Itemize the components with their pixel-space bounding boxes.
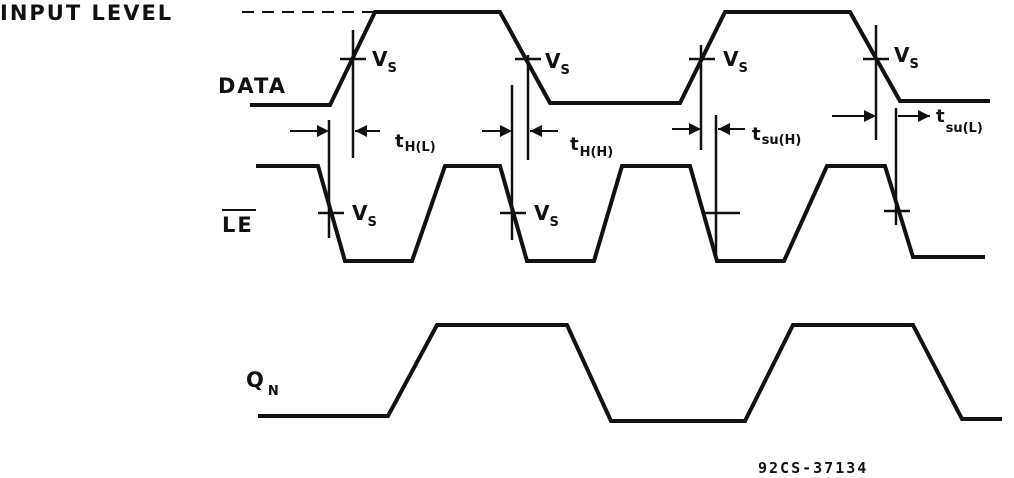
le-vs-label-1: VS [352,201,377,230]
th-low-arrows [290,125,380,137]
qn-waveform [258,323,1002,423]
figure-code: 92CS-37134 [758,459,868,477]
tsu-low-label: tsu(L) [936,106,983,136]
data-signal-label: DATA [218,74,287,98]
th-high-label: tH(H) [570,134,613,160]
le-signal-label: LE [222,213,254,237]
tsu-high-label: tsu(H) [752,124,801,148]
input-level-label: INPUT LEVEL [0,1,173,25]
le-vs-label-2: VS [534,201,559,230]
tsu-high-arrows [672,123,745,135]
data-vs-label-3: VS [723,47,748,76]
th-high-arrows [482,125,558,137]
data-vs-label-1: VS [372,47,397,76]
data-vs-label-2: VS [545,49,570,78]
data-vs-label-4: VS [894,43,919,72]
th-low-label: tH(L) [395,131,436,155]
tsu-low-arrows [832,110,930,122]
le-waveform [256,164,985,263]
le-vs-ticks [318,209,910,215]
